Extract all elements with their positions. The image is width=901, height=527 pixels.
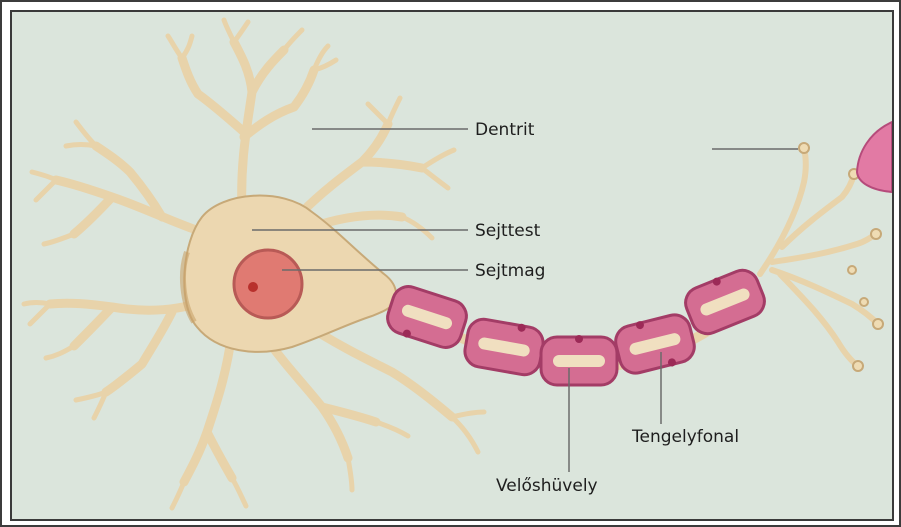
diagram-panel: Dentrit Sejttest Sejtmag Velőshüvely Ten… [10,10,894,521]
label-axon: Tengelyfonal [631,427,739,447]
myelin-segment [680,264,769,339]
nucleolus [248,282,258,292]
label-nucleus: Sejtmag [475,261,545,281]
label-myelin-sheath: Velőshüvely [496,476,598,496]
synapse-target [857,122,892,192]
myelin-segment [612,310,698,379]
label-dendrite: Dentrit [475,120,535,140]
neuron-diagram: Dentrit Sejttest Sejtmag Velőshüvely Ten… [12,12,892,519]
nucleus [234,250,302,318]
myelin-segments [383,264,769,385]
label-cell-body: Sejttest [475,221,541,241]
myelin-segment [383,282,471,353]
myelin-segment [541,335,617,385]
myelin-segment [462,315,546,377]
